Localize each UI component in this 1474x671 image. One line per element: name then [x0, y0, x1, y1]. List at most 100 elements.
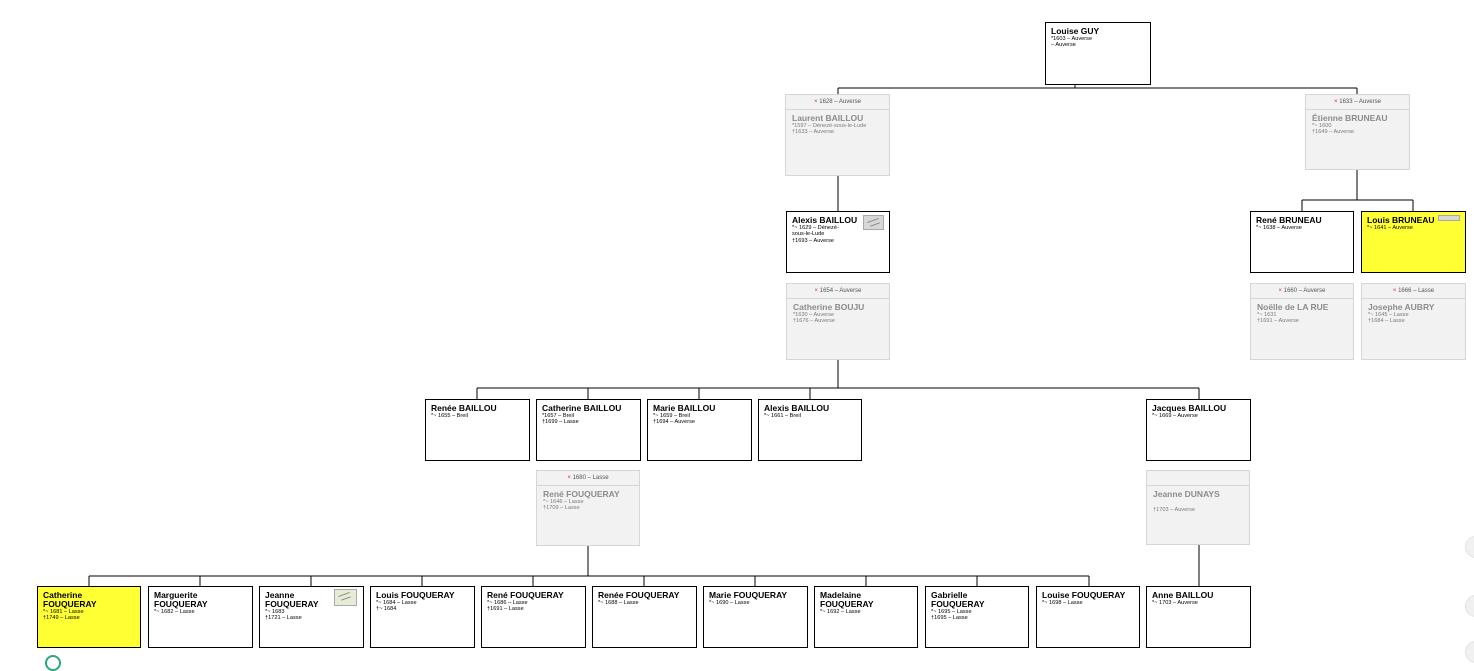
person-marguerite-fouqueray[interactable]: Marguerite FOUQUERAY *~ 1682 – Lasse [148, 586, 253, 648]
person-detail: *~ 1641 – Auverse [1367, 225, 1413, 231]
person-name: René FOUQUERAY [543, 489, 620, 499]
spouse-etienne-bruneau[interactable]: × 1633 – Auverse Étienne BRUNEAU *~ 1600… [1305, 94, 1410, 170]
spouse-josephe-aubry[interactable]: × 1666 – Lasse Josephe AUBRY *~ 1645 – L… [1361, 283, 1466, 360]
person-jeanne-fouqueray[interactable]: Jeanne FOUQUERAY *~ 1683 †1721 – Lasse [259, 586, 364, 648]
connector-catherine-children [88, 546, 1090, 586]
person-name: Catherine BOUJU [793, 302, 865, 312]
person-detail: *~ 1688 – Lasse [598, 600, 639, 606]
person-detail: *1657 – Breil [542, 413, 575, 419]
person-marie-baillou[interactable]: Marie BAILLOU *~ 1659 – Breil †1694 – Au… [647, 399, 752, 461]
person-detail: †1721 – Lasse [265, 615, 302, 622]
person-madelaine-fouqueray[interactable]: Madelaine FOUQUERAY *~ 1692 – Lasse [814, 586, 918, 648]
marriage-date: 1680 – Lasse [572, 475, 609, 481]
side-control-button[interactable] [1465, 641, 1474, 663]
person-detail: †~ 1684 [376, 606, 397, 613]
spouse-rene-fouqueray[interactable]: × 1680 – Lasse René FOUQUERAY *~ 1646 – … [536, 470, 640, 546]
marriage-info: × 1680 – Lasse [537, 471, 639, 486]
person-detail: *~ 1669 – Auverse [1152, 413, 1198, 419]
spouse-catherine-bouju[interactable]: × 1654 – Auverse Catherine BOUJU *1630 –… [786, 283, 890, 360]
person-renee-fouqueray[interactable]: Renée FOUQUERAY *~ 1688 – Lasse [592, 586, 697, 648]
person-name: Josephe AUBRY [1368, 302, 1435, 312]
photo-thumbnail[interactable] [863, 215, 884, 230]
person-name: Gabrielle FOUQUERAY [931, 590, 985, 609]
person-name: Louise FOUQUERAY [1042, 590, 1126, 600]
person-detail: †1694 – Auverse [653, 419, 695, 426]
person-name: Anne BAILLOU [1152, 590, 1214, 600]
person-detail: †1703 – Auverse [1153, 507, 1195, 513]
marriage-date: 1633 – Auverse [1339, 99, 1381, 105]
side-control-button[interactable] [1465, 595, 1474, 617]
marriage-date: 1654 – Auverse [819, 288, 862, 294]
person-jacques-baillou[interactable]: Jacques BAILLOU *~ 1669 – Auverse [1146, 399, 1251, 461]
person-detail: *~ 1692 – Lasse [820, 609, 861, 615]
person-detail: †1676 – Auverse [793, 318, 835, 325]
person-detail: *~ 1703 – Auverse [1152, 600, 1198, 606]
person-detail: *~ 1690 – Lasse [709, 600, 750, 606]
person-rene-bruneau[interactable]: René BRUNEAU *~ 1638 – Auverse [1250, 211, 1354, 273]
person-name: Marie BAILLOU [653, 403, 716, 413]
person-detail: *~ 1638 – Auverse [1256, 225, 1302, 231]
person-name: Catherine BAILLOU [542, 403, 622, 413]
person-detail: †1633 – Auverse [792, 129, 834, 136]
side-control-button[interactable] [1465, 536, 1474, 558]
person-louise-guy[interactable]: Louise GUY *1603 – Auverse – Auverse [1045, 22, 1151, 85]
person-alexis-baillou[interactable]: Alexis BAILLOU *~ 1629 – Dénezé- sous-le… [786, 211, 890, 273]
person-name: Louis FOUQUERAY [376, 590, 455, 600]
person-renee-baillou[interactable]: Renée BAILLOU *~ 1655 – Breil [425, 399, 530, 461]
person-louise-fouqueray[interactable]: Louise FOUQUERAY *~ 1698 – Lasse [1036, 586, 1140, 648]
marriage-icon: × [567, 475, 571, 481]
person-louis-fouqueray[interactable]: Louis FOUQUERAY *~ 1684 – Lasse †~ 1684 [370, 586, 475, 648]
marriage-icon: × [1392, 288, 1397, 294]
person-name: Jeanne DUNAYS [1153, 489, 1220, 499]
marriage-date: 1666 – Lasse [1398, 288, 1435, 294]
spouse-jeanne-dunays[interactable]: Jeanne DUNAYS †1703 – Auverse [1146, 470, 1250, 545]
person-detail: *~ 1655 – Breil [431, 413, 468, 419]
connector-etienne-children [1301, 170, 1414, 211]
person-detail: *~ 1683 [265, 609, 285, 615]
person-detail: †1693 – Auverse [792, 237, 834, 244]
person-name: Louise GUY [1051, 26, 1100, 36]
marriage-icon: × [1334, 99, 1338, 105]
person-rene-fouqueray-junior[interactable]: René FOUQUERAY *~ 1686 – Lasse †1691 – L… [481, 586, 586, 648]
photo-thumbnail[interactable] [334, 589, 357, 606]
person-name: Jeanne FOUQUERAY [265, 590, 319, 609]
person-name: Marguerite FOUQUERAY [154, 590, 208, 609]
marriage-icon: × [814, 288, 819, 294]
person-detail: *~ 1682 – Lasse [154, 609, 195, 615]
person-name: Jacques BAILLOU [1152, 403, 1227, 413]
person-name: Étienne BRUNEAU [1312, 113, 1388, 123]
marriage-info: × 1654 – Auverse [787, 284, 889, 299]
person-name: Alexis BAILLOU [792, 215, 858, 225]
connector-louise-children [837, 85, 1358, 94]
person-name: Renée BAILLOU [431, 403, 497, 413]
spouse-noelle-de-la-rue[interactable]: × 1660 – Auverse Noëlle de LA RUE *~ 163… [1250, 283, 1354, 360]
person-detail: *~ 1659 – Breil [653, 413, 690, 419]
person-detail: *~ 1629 – Dénezé- [792, 225, 839, 231]
person-gabrielle-fouqueray[interactable]: Gabrielle FOUQUERAY *~ 1695 – Lasse †169… [925, 586, 1029, 648]
person-alexis-baillou-junior[interactable]: Alexis BAILLOU *~ 1661 – Breil [758, 399, 862, 461]
corner-control-button[interactable] [45, 655, 61, 671]
person-detail: *1603 – Auverse [1051, 36, 1093, 42]
person-name: Renée FOUQUERAY [598, 590, 680, 600]
person-detail: – Auverse [1051, 42, 1076, 49]
person-detail: *~ 1646 – Lasse [543, 499, 584, 505]
person-catherine-baillou[interactable]: Catherine BAILLOU *1657 – Breil †1699 – … [536, 399, 641, 461]
person-marie-fouqueray[interactable]: Marie FOUQUERAY *~ 1690 – Lasse [703, 586, 808, 648]
person-detail: *1630 – Auverse [793, 312, 835, 318]
person-catherine-fouqueray[interactable]: Catherine FOUQUERAY *~ 1681 – Lasse †174… [37, 586, 141, 648]
person-detail: *~ 1600 [1312, 123, 1332, 129]
spouse-laurent-baillou[interactable]: × 1628 – Auverse Laurent BAILLOU *1597 –… [785, 94, 890, 176]
person-anne-baillou[interactable]: Anne BAILLOU *~ 1703 – Auverse [1146, 586, 1251, 648]
photo-thumbnail[interactable] [1438, 215, 1460, 221]
person-detail: *~ 1661 – Breil [764, 413, 801, 419]
person-louis-bruneau[interactable]: Louis BRUNEAU *~ 1641 – Auverse [1361, 211, 1466, 273]
marriage-icon: × [1278, 288, 1283, 294]
person-detail: †1691 – Lasse [487, 606, 524, 613]
person-detail: *~ 1686 – Lasse [487, 600, 528, 606]
person-name: Alexis BAILLOU [764, 403, 830, 413]
person-detail: †1699 – Lasse [542, 419, 579, 426]
marriage-info: × 1633 – Auverse [1306, 95, 1409, 110]
marriage-date: 1660 – Auverse [1283, 288, 1326, 294]
person-detail: †1649 – Auverse [1312, 129, 1354, 136]
